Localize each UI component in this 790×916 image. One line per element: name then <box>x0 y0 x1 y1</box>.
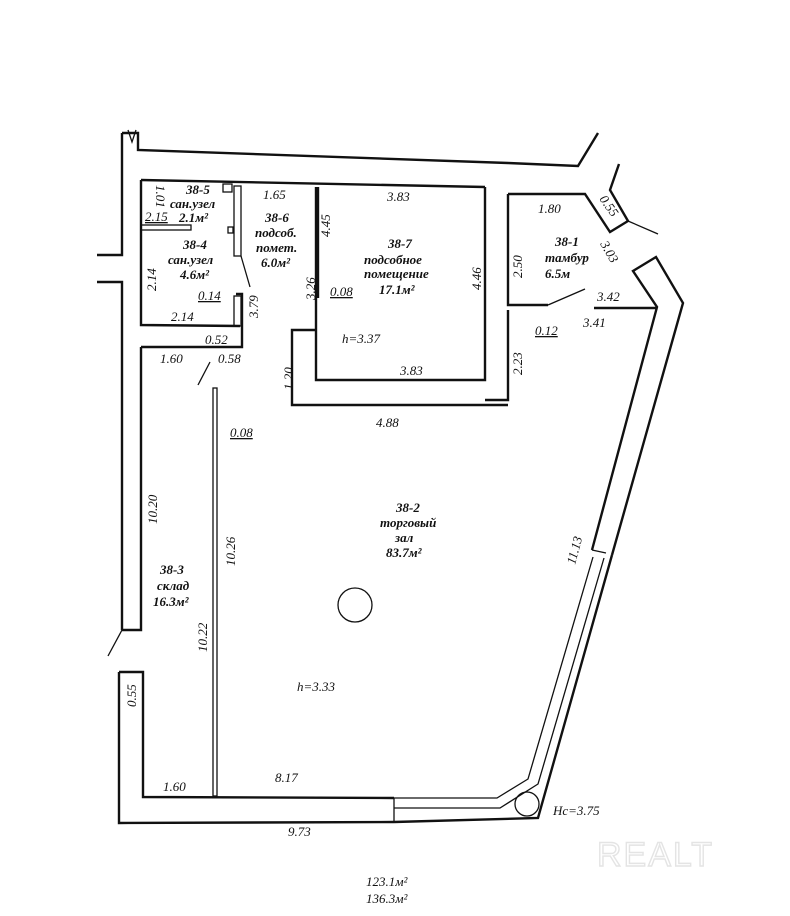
watermark-logo: REALT <box>597 836 714 874</box>
column-hall <box>337 587 373 623</box>
dim-8-17: 8.17 <box>275 770 298 785</box>
dim-1-01: 1.01 <box>153 185 168 208</box>
dim-10-20: 10.20 <box>145 494 160 524</box>
room-labels: 38-1 тамбур 6.5м 38-2 торговый зал 83.7м… <box>153 182 589 609</box>
dim-0-14: 0.14 <box>198 288 221 303</box>
walls <box>97 129 685 825</box>
room-38-5-name: сан.узел <box>170 196 216 211</box>
column-corner <box>514 791 540 817</box>
dim-3-03: 3.03 <box>597 237 622 266</box>
chimney-mark <box>127 129 137 145</box>
height-hall: h=3.33 <box>297 679 336 694</box>
door-38-6 <box>240 255 251 288</box>
dim-1-60-bottom: 1.60 <box>163 779 186 794</box>
height-aux-room: h=3.37 <box>342 331 381 346</box>
partition-38-5-38-6 <box>233 185 242 257</box>
dim-1-60-top: 1.60 <box>160 351 183 366</box>
room-38-6-id: 38-6 <box>264 210 289 225</box>
dim-1-65: 1.65 <box>263 187 286 202</box>
room-38-3-id: 38-3 <box>159 562 184 577</box>
pipe-mark <box>227 226 234 234</box>
dim-0-58: 0.58 <box>218 351 241 366</box>
left-middle-wall <box>97 280 124 630</box>
room-38-1-area: 6.5м <box>545 266 570 281</box>
dim-2-14-left: 2.14 <box>144 268 159 291</box>
dim-0-08-a: 0.08 <box>330 284 353 299</box>
dim-3-79: 3.79 <box>246 295 261 319</box>
door-38-3 <box>197 361 211 386</box>
room-38-6-name: подсоб. <box>255 225 297 240</box>
room-38-2-name-2: зал <box>394 530 414 545</box>
room-38-6-name-2: помет. <box>256 240 297 255</box>
room-38-7-name-2: помещение <box>364 266 429 281</box>
room-38-5-area: 2.1м² <box>178 210 209 225</box>
partition-38-3-38-2 <box>212 387 218 797</box>
room-38-7-id: 38-7 <box>387 236 412 251</box>
entrance-door-swing <box>547 288 586 306</box>
room-38-3-area: 16.3м² <box>153 594 190 609</box>
total-area: 136.3м² <box>366 891 409 906</box>
room-38-4-name: сан.узел <box>168 252 214 267</box>
room-38-2-id: 38-2 <box>395 500 420 515</box>
left-upper-wall <box>97 133 124 257</box>
room-38-7-name: подсобное <box>364 252 422 267</box>
room-38-2-area: 83.7м² <box>386 545 423 560</box>
bottom-left-wall <box>119 670 395 800</box>
dim-2-23: 2.23 <box>510 352 525 375</box>
dim-2-50: 2.50 <box>510 255 525 278</box>
dim-2-15: 2.15 <box>145 209 168 224</box>
partition-38-5-38-4 <box>140 224 192 231</box>
left-storage-outer <box>122 347 143 632</box>
room-38-6-area: 6.0м² <box>261 255 291 270</box>
dim-9-73: 9.73 <box>288 824 311 839</box>
entrance-wall <box>506 194 548 307</box>
window-joint <box>591 549 607 554</box>
room-38-1-id: 38-1 <box>554 234 579 249</box>
height-building: Hc=3.75 <box>552 803 600 818</box>
dim-10-26: 10.26 <box>223 536 238 566</box>
entrance-lower <box>485 310 510 402</box>
dim-4-45: 4.45 <box>318 214 333 237</box>
bottom-outer-wall <box>117 672 395 825</box>
room-38-7-wall <box>314 187 487 382</box>
room-38-4-id: 38-4 <box>182 237 207 252</box>
dim-11-13: 11.13 <box>563 534 585 566</box>
bottom-outer-right <box>393 554 614 824</box>
room-38-1-name: тамбур <box>545 250 589 265</box>
dim-3-83-top: 3.83 <box>386 189 410 204</box>
top-inner-wall <box>140 178 486 189</box>
dim-3-42: 3.42 <box>596 289 620 304</box>
room-38-4-area: 4.6м² <box>179 267 210 282</box>
dim-3-83-bottom: 3.83 <box>399 363 423 378</box>
dim-3-41: 3.41 <box>582 315 606 330</box>
dim-0-52: 0.52 <box>205 332 228 347</box>
top-outer-wall <box>122 131 600 168</box>
dim-2-14-bottom: 2.14 <box>171 309 194 324</box>
corridor-top <box>141 292 244 349</box>
room-38-2-name: торговый <box>380 515 436 530</box>
entrance-top <box>508 163 630 234</box>
dim-3-26: 3.26 <box>303 277 318 301</box>
shaft-mark <box>222 183 233 193</box>
entrance-door-line <box>627 220 659 235</box>
room-38-3-name: склад <box>157 578 190 593</box>
room-38-7-area: 17.1м² <box>379 282 416 297</box>
dim-0-12: 0.12 <box>535 323 558 338</box>
dim-4-46: 4.46 <box>469 267 484 290</box>
room-38-5-id: 38-5 <box>185 182 210 197</box>
dim-1-20: 1.20 <box>281 367 296 390</box>
dim-0-08-b: 0.08 <box>230 425 253 440</box>
dimension-labels: 1.01 2.15 1.65 3.83 1.80 0.55 2.14 4.45 … <box>124 185 622 839</box>
dim-0-55-bottom: 0.55 <box>124 684 139 707</box>
room-38-7-lower <box>290 328 508 407</box>
partition-38-4 <box>233 295 242 327</box>
door-swing <box>107 629 123 657</box>
dim-4-88: 4.88 <box>376 415 399 430</box>
window-strip-bottom <box>394 556 594 799</box>
dim-1-80: 1.80 <box>538 201 561 216</box>
window-strip-bottom-2 <box>394 557 605 809</box>
right-diagonal-outer <box>590 255 685 556</box>
dim-10-22: 10.22 <box>195 622 210 652</box>
total-main-area: 123.1м² <box>366 874 409 889</box>
